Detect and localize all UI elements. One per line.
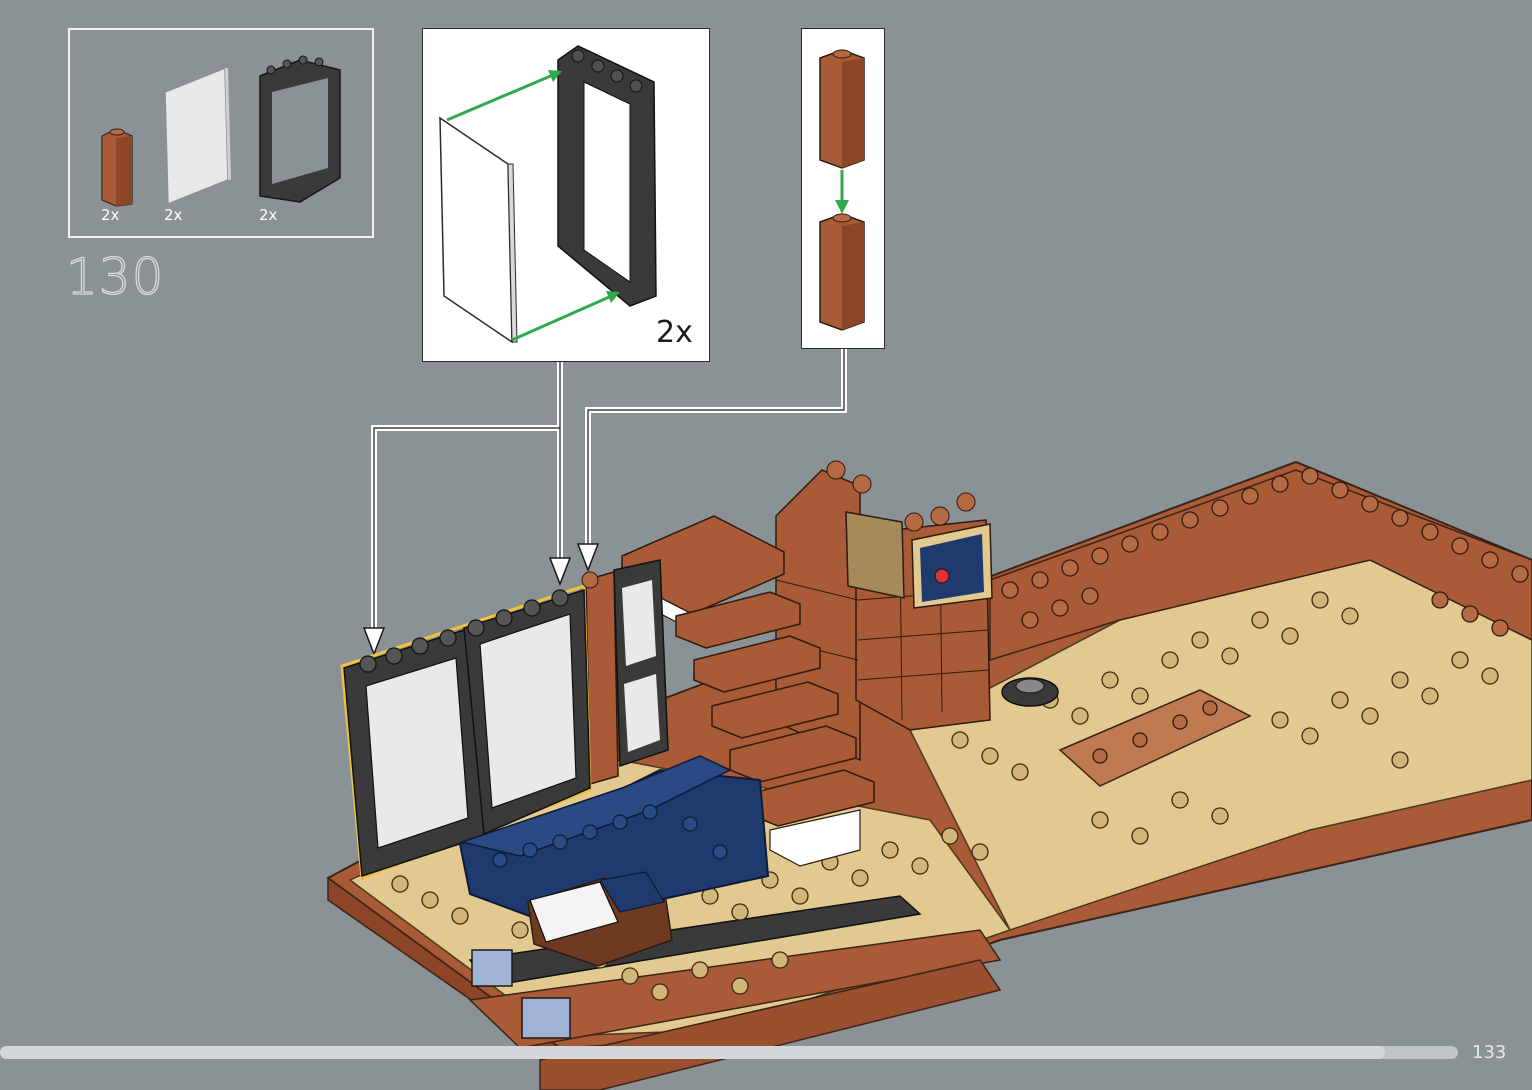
- progress-bar: [0, 1046, 1458, 1059]
- brick-1x1x3-reddish-brown-icon: [102, 129, 132, 206]
- window-frame-black-icon: [260, 56, 340, 202]
- sub-assembly-window-diagram: [440, 46, 656, 342]
- progress-fill: [0, 1046, 1385, 1059]
- glass-pane-white-icon: [165, 68, 231, 204]
- page-number: 133: [1472, 1042, 1506, 1063]
- round-tile: [1002, 678, 1058, 706]
- sub-assembly-brick-diagram: [820, 50, 864, 330]
